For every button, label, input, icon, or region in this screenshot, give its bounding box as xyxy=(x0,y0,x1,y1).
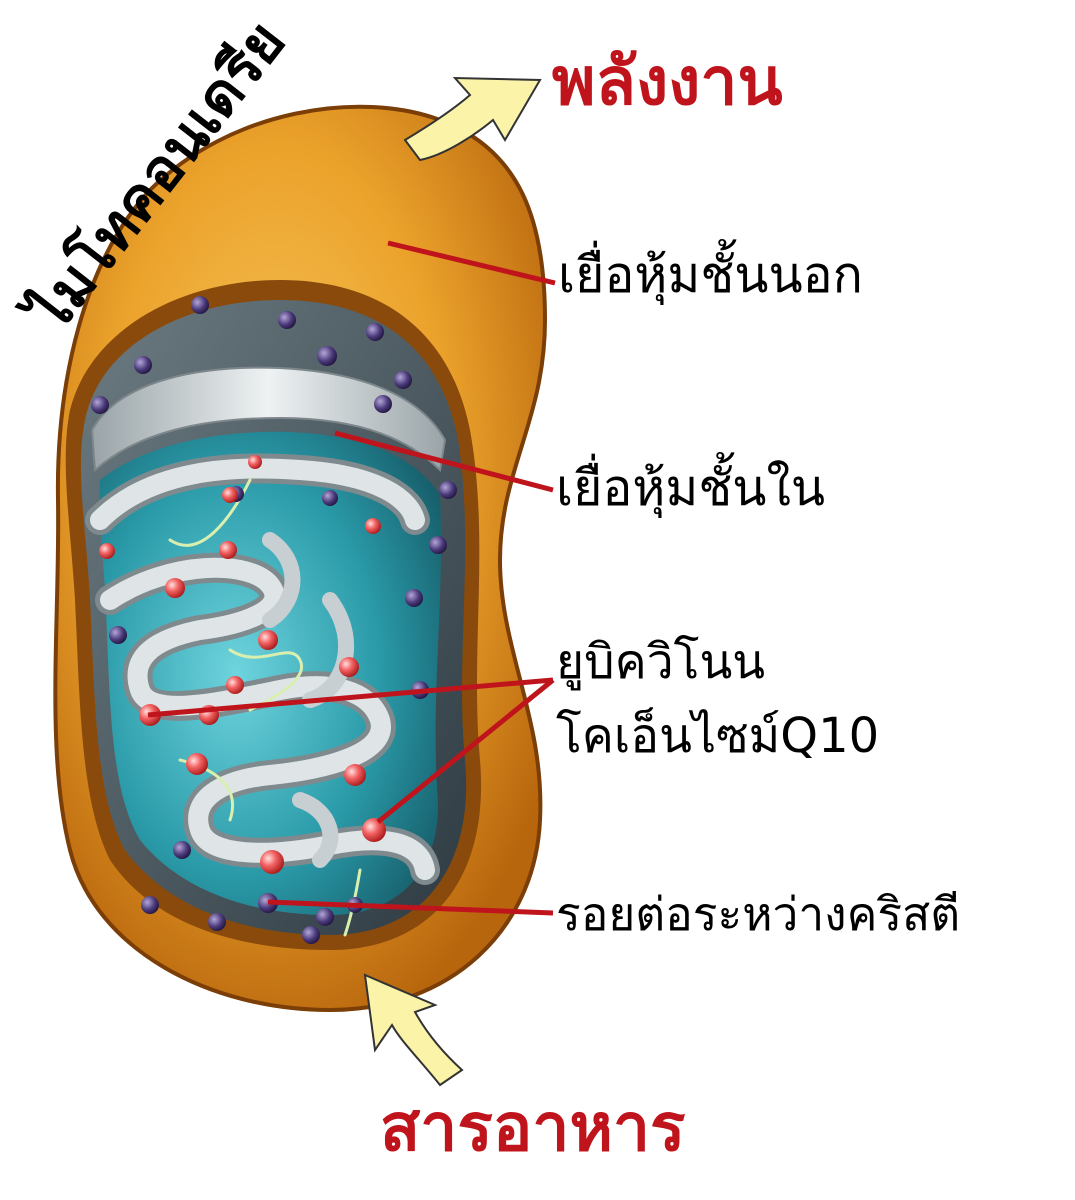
inner-membrane-label: เยื่อหุ้มชั้นใน xyxy=(556,452,825,518)
outer-membrane-label: เยื่อหุ้มชั้นนอก xyxy=(558,239,863,305)
inner-membrane-band xyxy=(90,366,447,473)
ubiquinone-label: ยูบิควิโนน xyxy=(556,634,765,691)
energy-out-arrow xyxy=(403,76,542,162)
leader-lines xyxy=(147,240,556,916)
coenzyme-label: โคเอ็นไซม์Q10 xyxy=(556,707,879,764)
matrix xyxy=(99,431,442,915)
energy-label: พลังงาน xyxy=(552,43,783,120)
purple-particles xyxy=(91,296,457,944)
nutrient-label: สารอาหาร xyxy=(380,1089,686,1166)
cristae-junction-label: รอยต่อระหว่างคริสตี xyxy=(556,887,960,941)
cristae xyxy=(85,453,440,937)
red-particles xyxy=(99,455,386,874)
nutrient-in-arrow xyxy=(363,973,464,1087)
